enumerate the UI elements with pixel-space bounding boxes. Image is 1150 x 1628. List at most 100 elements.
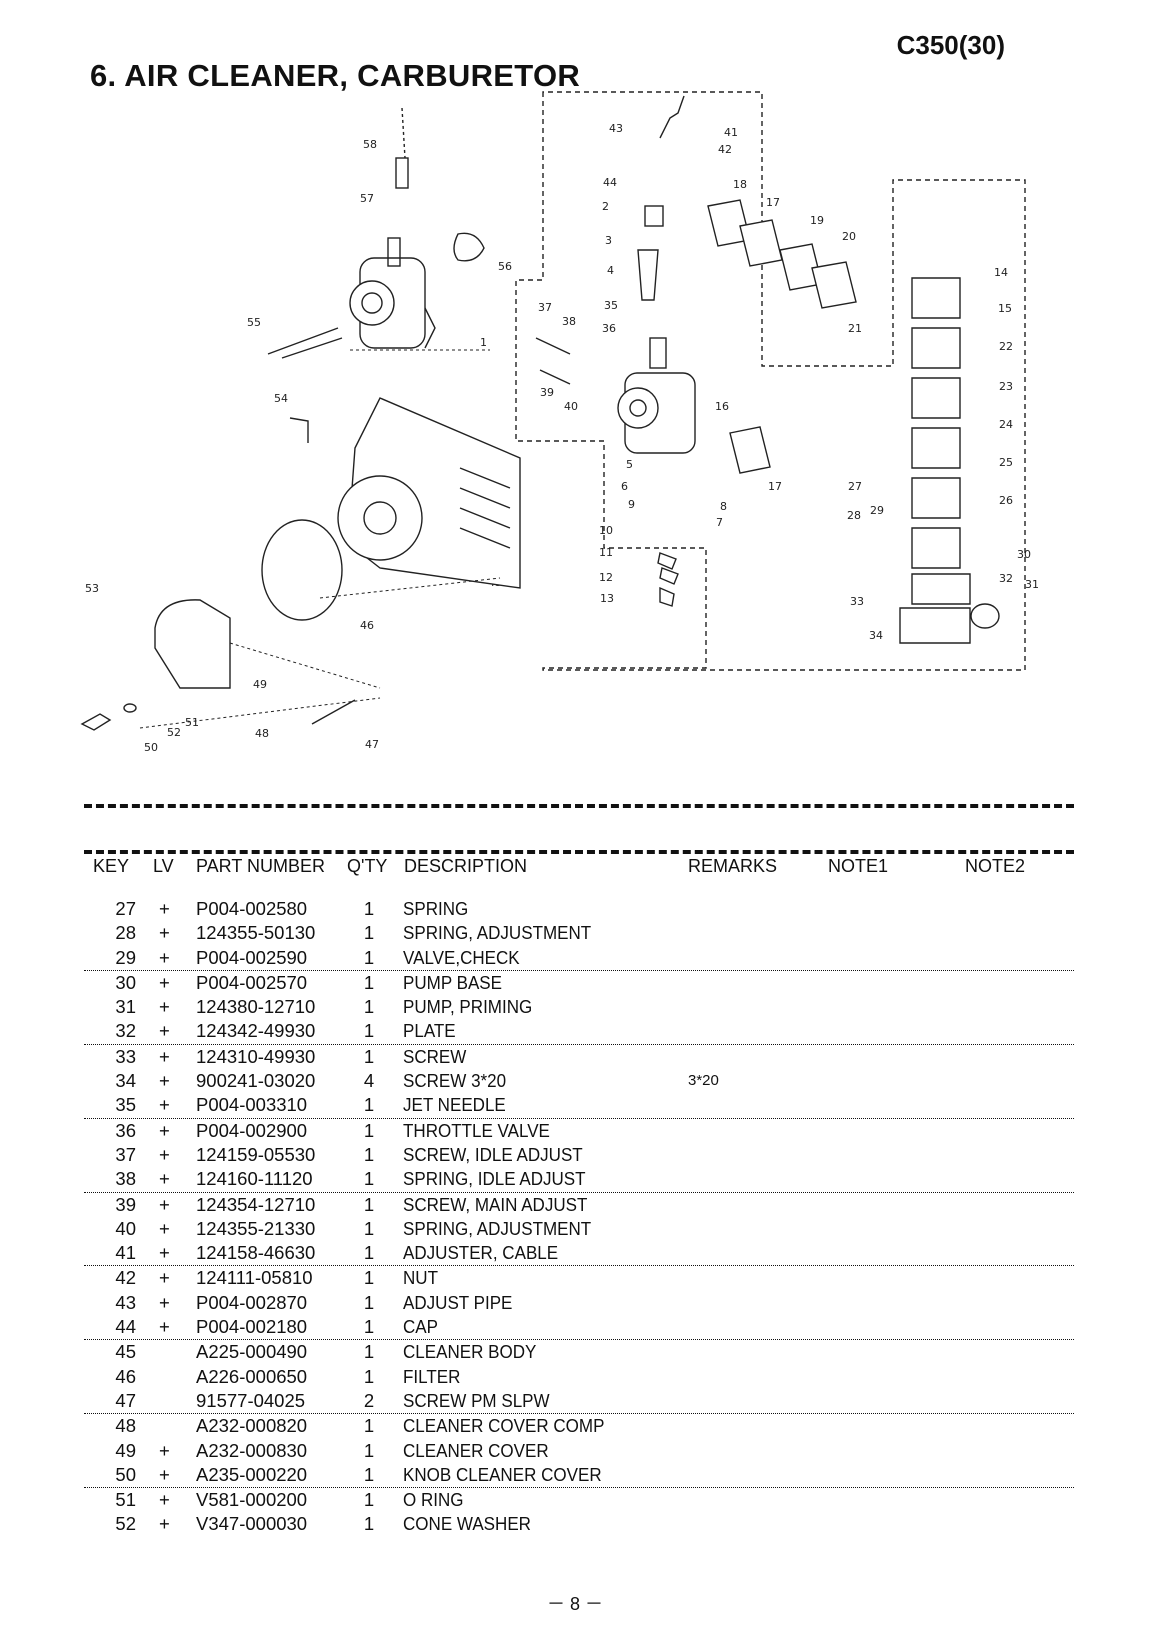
part-number-cell: 124111-05810 bbox=[196, 1267, 313, 1289]
qty-cell: 1 bbox=[363, 1045, 375, 1067]
key-cell: 50 bbox=[115, 1463, 136, 1485]
col-header-part-number: PART NUMBER bbox=[196, 856, 326, 876]
key-cell: 39 bbox=[115, 1193, 136, 1215]
lv-cell: + bbox=[159, 922, 170, 944]
callout-number: 19 bbox=[810, 214, 824, 227]
diagram-callouts: 1234567891011121314151617171819202122232… bbox=[85, 122, 1039, 754]
knob-50 bbox=[80, 713, 112, 731]
description-cell: PUMP, PRIMING bbox=[403, 996, 533, 1018]
callout-number: 10 bbox=[599, 524, 613, 537]
callout-number: 12 bbox=[599, 571, 613, 584]
part-number-cell: A232-000830 bbox=[196, 1439, 308, 1461]
callout-number: 20 bbox=[842, 230, 856, 243]
lv-cell: + bbox=[159, 1439, 170, 1461]
callout-number: 47 bbox=[365, 738, 379, 751]
cleaner-cover-49 bbox=[154, 599, 231, 689]
gaskets-18-20 bbox=[707, 199, 857, 474]
part-number-cell: A232-000820 bbox=[196, 1415, 308, 1437]
part-number-cell: V347-000030 bbox=[196, 1513, 308, 1535]
key-cell: 27 bbox=[115, 898, 136, 919]
part-number-cell: P004-002590 bbox=[196, 946, 308, 968]
lv-cell: + bbox=[159, 1316, 170, 1338]
qty-cell: 1 bbox=[363, 1513, 375, 1535]
lv-cell: + bbox=[159, 1489, 170, 1511]
callout-number: 25 bbox=[999, 456, 1013, 469]
description-cell: JET NEEDLE bbox=[403, 1094, 506, 1116]
callout-number: 37 bbox=[538, 301, 552, 314]
key-cell: 41 bbox=[115, 1242, 136, 1264]
description-cell: SCREW PM SLPW bbox=[403, 1389, 550, 1411]
lv-cell: + bbox=[159, 1267, 170, 1289]
qty-cell: 1 bbox=[363, 1489, 375, 1511]
key-cell: 35 bbox=[115, 1094, 136, 1116]
callout-number: 21 bbox=[848, 322, 862, 335]
qty-cell: 1 bbox=[363, 1415, 375, 1437]
lv-cell: + bbox=[159, 1513, 170, 1535]
col-header-note2: NOTE2 bbox=[965, 856, 1026, 876]
filter-46 bbox=[261, 519, 343, 621]
callout-number: 13 bbox=[600, 592, 614, 605]
callout-number: 32 bbox=[999, 572, 1013, 585]
description-cell: ADJUST PIPE bbox=[403, 1291, 513, 1313]
lv-cell: + bbox=[159, 1168, 170, 1190]
carburetor-detail-boundary bbox=[515, 91, 1026, 671]
qty-cell: 1 bbox=[363, 1242, 375, 1264]
lv-cell: + bbox=[159, 946, 170, 968]
remarks-cell: 3*20 bbox=[688, 1072, 719, 1090]
key-cell: 32 bbox=[115, 1020, 136, 1042]
qty-cell: 1 bbox=[363, 1463, 375, 1485]
key-cell: 36 bbox=[115, 1119, 136, 1141]
col-header-lv: LV bbox=[153, 856, 174, 876]
callout-number: 56 bbox=[498, 260, 512, 273]
callout-number: 18 bbox=[733, 178, 747, 191]
callout-number: 1 bbox=[480, 336, 487, 349]
qty-cell: 1 bbox=[363, 1094, 375, 1116]
qty-cell: 1 bbox=[363, 898, 375, 919]
part-number-cell: 124158-46630 bbox=[196, 1242, 316, 1264]
key-cell: 42 bbox=[115, 1267, 136, 1289]
key-cell: 31 bbox=[115, 996, 136, 1018]
lv-cell: + bbox=[159, 971, 170, 993]
description-cell: SPRING, ADJUSTMENT bbox=[403, 922, 592, 944]
qty-cell: 4 bbox=[363, 1070, 375, 1092]
qty-cell: 1 bbox=[363, 996, 375, 1018]
description-cell: NUT bbox=[403, 1267, 438, 1289]
col-header-qty: Q'TY bbox=[347, 856, 388, 876]
callout-number: 6 bbox=[621, 480, 628, 493]
part-number-cell: 124380-12710 bbox=[196, 996, 316, 1018]
diaphragm-stack bbox=[899, 277, 1000, 644]
lv-cell: + bbox=[159, 1020, 170, 1042]
part-number-cell: 124310-49930 bbox=[196, 1045, 316, 1067]
part-number-cell: 124354-12710 bbox=[196, 1193, 316, 1215]
carburetor-detail-body bbox=[617, 95, 696, 454]
callout-number: 14 bbox=[994, 266, 1008, 279]
key-cell: 29 bbox=[115, 946, 136, 968]
description-cell: O RING bbox=[403, 1489, 464, 1511]
part-number-cell: P004-002870 bbox=[196, 1291, 308, 1313]
key-cell: 40 bbox=[115, 1217, 136, 1239]
callout-number: 17 bbox=[768, 480, 782, 493]
part-number-cell: 124355-50130 bbox=[196, 922, 316, 944]
part-number-cell: V581-000200 bbox=[196, 1489, 308, 1511]
lv-cell: + bbox=[159, 1119, 170, 1141]
qty-cell: 1 bbox=[363, 1291, 375, 1313]
part-number-cell: 91577-04025 bbox=[196, 1389, 306, 1411]
description-cell: SPRING, IDLE ADJUST bbox=[403, 1168, 586, 1190]
lv-cell: + bbox=[159, 1143, 170, 1165]
callout-number: 39 bbox=[540, 386, 554, 399]
callout-number: 15 bbox=[998, 302, 1012, 315]
part-number-cell: 124159-05530 bbox=[196, 1143, 316, 1165]
description-cell: CLEANER BODY bbox=[403, 1341, 537, 1363]
key-cell: 47 bbox=[115, 1389, 136, 1411]
description-cell: CLEANER COVER COMP bbox=[403, 1415, 605, 1437]
